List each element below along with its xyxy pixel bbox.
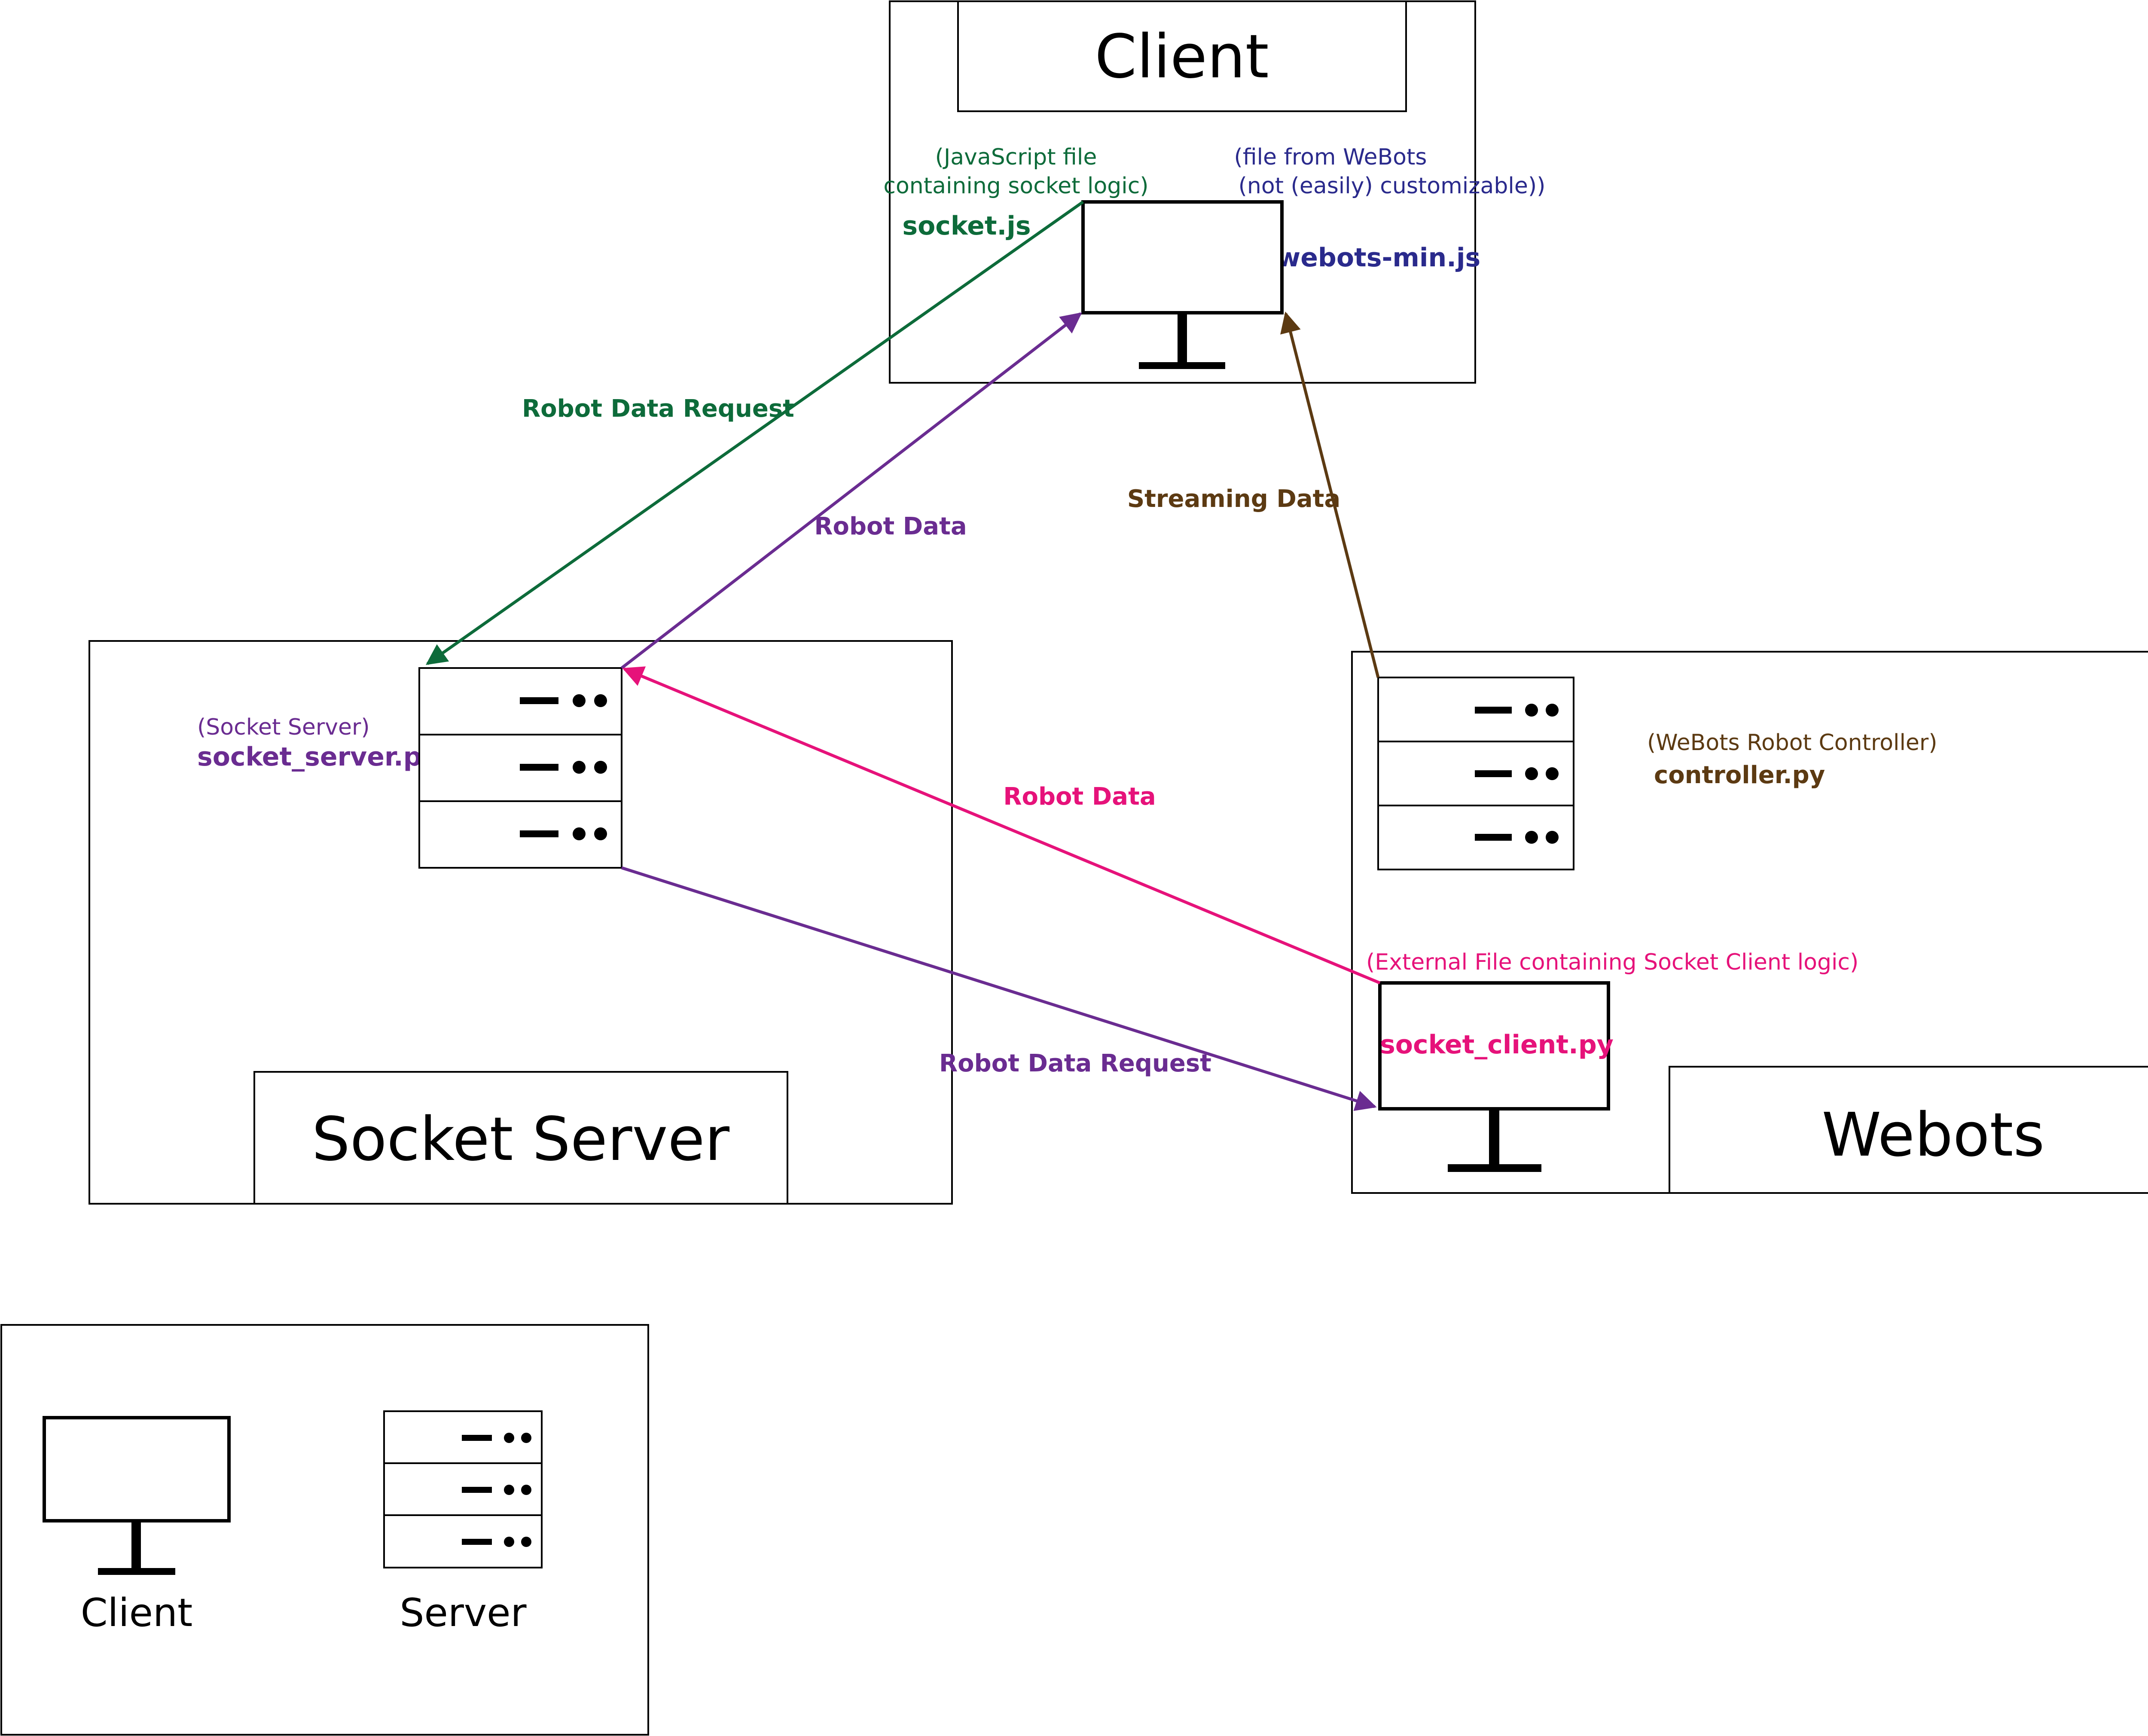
webots-title-box [1669, 1066, 2148, 1194]
monitor-icon [1081, 200, 1284, 369]
socket-js-note-line1: (JavaScript file [935, 144, 1097, 170]
controller-file-name: controller.py [1654, 761, 1825, 789]
controller-note: (WeBots Robot Controller) [1647, 730, 1937, 756]
arrow-robot-data-request-purple: Robot Data Request [621, 866, 1377, 1111]
socket-client-file-name: socket_client.py [1380, 1030, 1614, 1060]
arrow-streaming-data: Streaming Data [1127, 311, 1380, 678]
webots-min-name: webots-min.js [1277, 243, 1480, 273]
webots-min-note-line1: (file from WeBots [1234, 144, 1427, 170]
socket-server-file-name: socket_server.py [197, 742, 439, 772]
client-box: Client (JavaScript file containing socke… [883, 0, 1546, 384]
socket-server-note: (Socket Server) [197, 714, 370, 740]
legend-box: Client Server [0, 1324, 649, 1736]
client-title-box [957, 0, 1407, 112]
arrow-label-robot-data-pink: Robot Data [1003, 783, 1156, 811]
arrow-robot-data-pink: Robot Data [622, 666, 1381, 985]
monitor-icon [1378, 981, 1610, 1172]
client-title: Client [1095, 22, 1269, 92]
arrow-robot-data-request-green: Robot Data Request [425, 201, 1084, 665]
arrow-label-streaming-data: Streaming Data [1127, 485, 1340, 513]
arrow-robot-data-purple: Robot Data [620, 312, 1082, 669]
socket-js-name: socket.js [902, 211, 1031, 241]
server-rack-icon [1377, 677, 1574, 870]
webots-box: Webots (WeBots Robot Controller) control… [1351, 651, 2148, 1194]
webots-min-note-line2: (not (easily) customizable)) [1239, 173, 1546, 199]
webots-title: Webots [1822, 1100, 2045, 1170]
socket-js-note-line2: containing socket logic) [883, 173, 1148, 199]
server-rack-icon [418, 667, 622, 869]
legend-server-label: Server [400, 1590, 526, 1635]
monitor-icon [43, 1416, 231, 1575]
arrow-label-robot-data-request-purple: Robot Data Request [939, 1050, 1211, 1077]
socket-server-title-box [253, 1071, 788, 1205]
legend-client-label: Client [81, 1590, 193, 1635]
arrow-label-robot-data-request-green: Robot Data Request [522, 395, 794, 423]
server-rack-icon [383, 1410, 543, 1568]
socket-server-box: Socket Server (Socket Server) socket_ser… [88, 640, 953, 1205]
socket-server-title: Socket Server [312, 1104, 730, 1175]
arrow-label-robot-data-purple: Robot Data [814, 513, 967, 540]
socket-client-note: (External File containing Socket Client … [1366, 949, 1858, 975]
